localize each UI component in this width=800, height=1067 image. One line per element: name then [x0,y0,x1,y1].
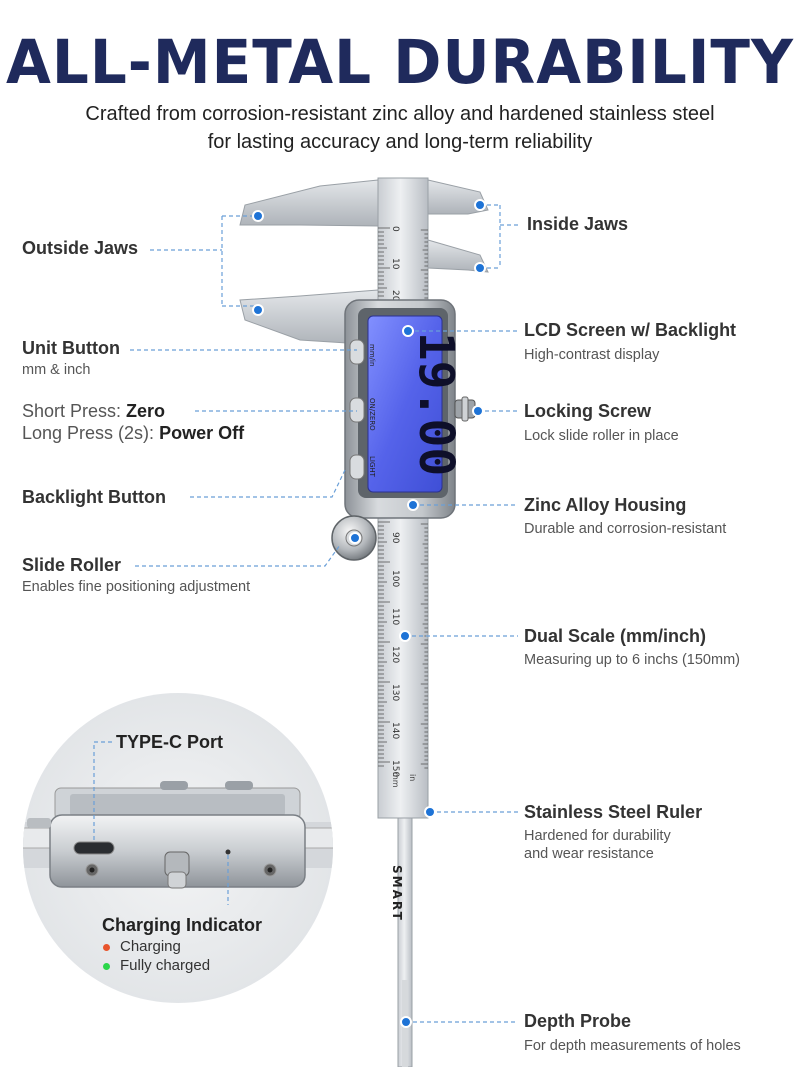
scale-number: 110 [390,608,400,625]
type-c-port-label: TYPE-C Port [116,732,224,752]
charging-indicator-label: Charging Indicator [102,915,263,935]
zinc-housing-label: Zinc Alloy Housing [524,495,687,515]
outside-jaws-label: Outside Jaws [22,238,139,258]
depth-probe-rod [397,817,413,1067]
unit-button-desc: mm & inch [22,362,91,378]
dual-scale-desc: Measuring up to 6 inchs (150mm) [524,652,740,668]
lcd-screen-label: LCD Screen w/ Backlight [524,320,737,340]
long-press-text: Long Press (2s): Power Off [22,423,245,443]
steel-ruler-desc-2: and wear resistance [524,846,654,862]
svg-text:SMART: SMART [390,865,404,922]
subtitle-line-1: Crafted from corrosion-resistant zinc al… [85,103,715,125]
usb-c-port [73,841,115,855]
unit-button-shape [349,339,365,365]
scale-number: 100 [390,570,400,587]
lcd-unit: mm [418,338,428,356]
charging-dot-icon [103,943,110,951]
scale-number: 140 [390,722,400,739]
locking-screw-label: Locking Screw [524,401,652,421]
depth-probe-label: Depth Probe [524,1011,632,1031]
subtitle: Crafted from corrosion-resistant zinc al… [40,100,760,156]
unit-button-label: Unit Button [22,338,120,358]
steel-ruler-desc-1: Hardened for durability [524,828,671,844]
scale-number: 150 [390,760,400,777]
svg-text:mm: mm [391,772,400,788]
svg-text:ON/ZERO: ON/ZERO [368,398,376,431]
slide-roller-label: Slide Roller [22,555,122,575]
scale-number: 0 [390,226,400,232]
steel-ruler-label: Stainless Steel Ruler [524,802,703,822]
lcd-screen-desc: High-contrast display [524,347,660,363]
scale-number: 10 [390,258,400,270]
scale-number: 120 [390,646,400,663]
fully-charged-dot-icon [103,962,110,970]
headline: ALL-METAL DURABILITY [6,26,794,98]
inside-jaws-label: Inside Jaws [527,214,629,234]
zinc-housing-desc: Durable and corrosion-resistant [524,521,727,537]
svg-text:LIGHT: LIGHT [368,456,376,478]
scale-number: 20 [390,290,400,302]
short-press-text: Short Press: Zero [22,401,166,421]
svg-text:mm/in: mm/in [368,344,376,366]
scale-number: 90 [390,532,400,544]
slide-inside-jaw-top [427,179,489,215]
lcd-panel [367,315,443,493]
callout-dots [252,199,486,1028]
slide-roller-desc: Enables fine positioning adjustment [22,579,251,595]
fully-charged-row: Fully charged [103,957,210,974]
zero-button-shape [349,397,365,423]
light-button-shape [349,454,365,480]
locking-screw-desc: Lock slide roller in place [524,428,679,444]
indicator-led [225,849,231,855]
backlight-button-label: Backlight Button [22,487,166,507]
dual-scale-label: Dual Scale (mm/inch) [524,626,707,646]
charging-row: Charging [103,938,181,955]
subtitle-line-2: for lasting accuracy and long-term relia… [207,131,593,153]
svg-text:in: in [408,774,417,781]
depth-probe-desc: For depth measurements of holes [524,1038,741,1054]
scale-number: 130 [390,684,400,701]
fixed-inside-jaw [239,179,379,227]
